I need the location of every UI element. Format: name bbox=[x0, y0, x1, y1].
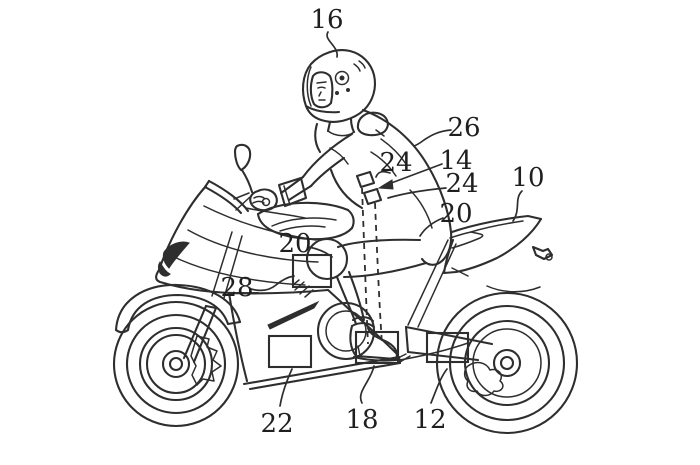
ref-label-22: 22 bbox=[260, 409, 293, 439]
ref-label-20-right: 20 bbox=[439, 199, 472, 229]
helmet-vent bbox=[334, 70, 350, 86]
leader-14 bbox=[385, 163, 443, 186]
leader-24-left bbox=[375, 170, 391, 178]
ref-label-24-right: 24 bbox=[445, 169, 478, 199]
glove bbox=[249, 188, 278, 212]
frame-engine bbox=[242, 239, 469, 391]
tail-bracket bbox=[531, 245, 554, 261]
handlebar bbox=[233, 192, 251, 211]
visor-opening bbox=[309, 71, 334, 109]
leader-26 bbox=[413, 129, 452, 147]
cuff-band bbox=[277, 176, 308, 208]
leader-16 bbox=[326, 31, 338, 58]
leader-20-right bbox=[419, 217, 444, 237]
rider bbox=[233, 49, 453, 363]
shoulder-pad bbox=[356, 111, 389, 137]
ref-label-10: 10 bbox=[511, 163, 544, 193]
belly-fairing bbox=[227, 288, 400, 383]
front-fender-fork bbox=[114, 231, 243, 364]
component-box-28 bbox=[291, 253, 333, 289]
leg bbox=[305, 237, 428, 363]
front-wheel bbox=[112, 300, 240, 428]
face bbox=[316, 81, 327, 101]
windscreen bbox=[203, 179, 250, 215]
boot bbox=[349, 324, 398, 361]
mirror bbox=[233, 143, 254, 194]
ref-label-18: 18 bbox=[345, 405, 378, 435]
arrowhead-14 bbox=[377, 179, 394, 190]
leader-22 bbox=[279, 368, 293, 407]
rear-sprocket bbox=[463, 361, 504, 397]
reference-numerals: 16 26 14 24 24 20 20 10 28 22 18 12 bbox=[220, 5, 544, 439]
ref-label-16: 16 bbox=[310, 5, 343, 35]
hatching-28 bbox=[292, 279, 314, 298]
ref-label-14: 14 bbox=[439, 146, 472, 176]
leader-lines bbox=[250, 31, 523, 407]
component-box-22 bbox=[267, 334, 313, 369]
leader-28 bbox=[250, 275, 295, 292]
leader-24-right bbox=[387, 187, 447, 199]
headlight-slit bbox=[162, 241, 190, 269]
leader-12 bbox=[430, 368, 448, 404]
belly-blade bbox=[267, 300, 320, 330]
knee bbox=[305, 237, 349, 281]
component-box-12 bbox=[425, 331, 470, 364]
rear-hugger bbox=[486, 285, 541, 293]
front-brake-caliper bbox=[190, 335, 222, 386]
headlight-slit-lower bbox=[158, 261, 171, 277]
helmet bbox=[301, 49, 377, 123]
front-fairing bbox=[155, 184, 319, 295]
ref-label-24-left: 24 bbox=[379, 148, 412, 178]
ref-label-26: 26 bbox=[447, 113, 480, 143]
leader-18 bbox=[359, 365, 375, 404]
posture-line-front bbox=[361, 187, 369, 345]
posture-line-rear bbox=[374, 202, 383, 345]
swingarm bbox=[404, 325, 504, 397]
leader-10 bbox=[512, 190, 523, 222]
back-sensors bbox=[355, 170, 383, 206]
ref-label-20-left: 20 bbox=[278, 229, 311, 259]
ref-label-28: 28 bbox=[220, 273, 253, 303]
leader-20-left bbox=[308, 246, 333, 258]
arm bbox=[233, 132, 354, 212]
component-box-18 bbox=[354, 330, 400, 365]
ref-label-12: 12 bbox=[413, 405, 446, 435]
